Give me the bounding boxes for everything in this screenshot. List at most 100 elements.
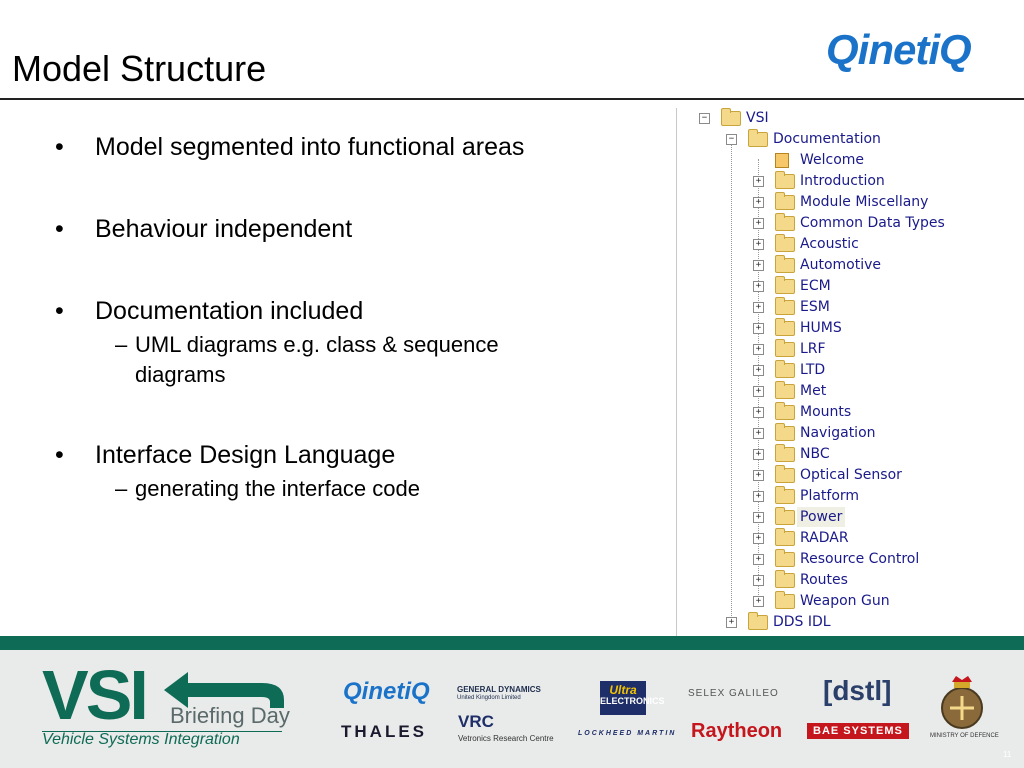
expand-toggle-icon[interactable]: + [753, 302, 764, 313]
tree-node-label: Documentation [773, 131, 881, 147]
tree-node-label: Welcome [800, 152, 865, 168]
tree-node-vsi[interactable]: − VSI [677, 108, 1017, 128]
bullet-marker: • [55, 215, 64, 243]
folder-icon [775, 171, 795, 189]
sponsor-qinetiq-logo: QinetiQ [343, 678, 430, 705]
tree-node-navigation[interactable]: +Navigation [677, 423, 1017, 443]
expand-toggle-icon[interactable]: + [753, 386, 764, 397]
tree-node-hums[interactable]: +HUMS [677, 318, 1017, 338]
expand-toggle-icon[interactable]: + [753, 512, 764, 523]
sponsor-general-dynamics-logo: GENERAL DYNAMICS United Kingdom Limited [457, 685, 541, 703]
tree-node-ltd[interactable]: +LTD [677, 360, 1017, 380]
folder-icon [721, 108, 741, 126]
footer-band [0, 636, 1024, 650]
tree-node-dds-idl[interactable]: + DDS IDL [677, 612, 1017, 632]
ultra-name: Ultra [609, 683, 637, 697]
tree-node-label: Resource Control [800, 551, 920, 567]
tree-node-introduction[interactable]: +Introduction [677, 171, 1017, 191]
tree-connector-line [758, 159, 759, 605]
tree-node-resource-control[interactable]: + Resource Control [677, 549, 1017, 569]
sponsor-ultra-logo: Ultra ELECTRONICS [600, 681, 665, 715]
tree-node-label: DDS IDL [773, 614, 831, 630]
expand-toggle-icon[interactable]: + [753, 176, 764, 187]
tree-node-esm[interactable]: +ESM [677, 297, 1017, 317]
expand-toggle-icon[interactable]: + [753, 239, 764, 250]
sub-bullet-item: – generating the interface code [55, 474, 635, 504]
folder-icon [748, 129, 768, 147]
sponsor-lockheed-logo: LOCKHEED MARTIN [578, 730, 677, 737]
tree-node-documentation[interactable]: − Documentation [677, 129, 1017, 149]
tree-node-label: VSI [746, 110, 769, 126]
tree-node-platform[interactable]: +Platform [677, 486, 1017, 506]
tree-node-label: Weapon Gun [800, 593, 890, 609]
expand-toggle-icon[interactable]: + [753, 554, 764, 565]
tree-node-module-miscellany[interactable]: + Module Miscellany [677, 192, 1017, 212]
expand-toggle-icon[interactable]: + [753, 281, 764, 292]
tree-node-nbc[interactable]: +NBC [677, 444, 1017, 464]
expand-toggle-icon[interactable]: + [753, 260, 764, 271]
expand-toggle-icon[interactable]: + [753, 575, 764, 586]
tree-node-label: Acoustic [800, 236, 859, 252]
expand-toggle-icon[interactable]: + [726, 617, 737, 628]
bullet-item: • Model segmented into functional areas [55, 132, 635, 162]
tree-node-met[interactable]: + Met [677, 381, 1017, 401]
tree-node-welcome[interactable]: Welcome [677, 150, 1017, 170]
tree-node-optical-sensor[interactable]: +Optical Sensor [677, 465, 1017, 485]
title-divider [0, 98, 1024, 100]
bullet-marker: • [55, 441, 64, 469]
tree-node-weapon-gun[interactable]: + Weapon Gun [677, 591, 1017, 611]
sub-bullet-item: – UML diagrams e.g. class & sequence dia… [55, 330, 635, 390]
tree-node-ecm[interactable]: + ECM [677, 276, 1017, 296]
expand-toggle-icon[interactable]: + [753, 197, 764, 208]
tree-node-label: Met [800, 383, 827, 399]
sub-bullet-marker: – [115, 476, 128, 501]
ultra-sub: ELECTRONICS [600, 696, 665, 706]
expand-toggle-icon[interactable]: + [753, 323, 764, 334]
tree-node-routes[interactable]: +Routes [677, 570, 1017, 590]
folder-icon [775, 507, 795, 525]
tree-node-power[interactable]: +Power [677, 507, 1017, 527]
folder-icon [775, 570, 795, 588]
expand-toggle-icon[interactable]: + [753, 428, 764, 439]
vsi-divider [42, 731, 282, 732]
folder-icon [775, 381, 795, 399]
gd-name: GENERAL DYNAMICS [457, 685, 541, 694]
tree-node-label: ECM [800, 278, 831, 294]
expand-toggle-icon[interactable]: + [753, 344, 764, 355]
slide-title: Model Structure [12, 48, 267, 89]
tree-node-mounts[interactable]: + Mounts [677, 402, 1017, 422]
bullet-text: Documentation included [95, 297, 364, 325]
vsi-logo-text: VSI [42, 656, 149, 734]
vsi-subtitle: Vehicle Systems Integration [42, 731, 240, 748]
expand-toggle-icon[interactable]: + [753, 449, 764, 460]
sub-bullet-text: UML diagrams e.g. class & sequence diagr… [135, 332, 499, 387]
expand-toggle-icon[interactable]: + [753, 533, 764, 544]
tree-node-automotive[interactable]: +Automotive [677, 255, 1017, 275]
sub-bullet-marker: – [115, 332, 128, 357]
tree-node-lrf[interactable]: +LRF [677, 339, 1017, 359]
tree-node-label: Mounts [800, 404, 852, 420]
expand-toggle-icon[interactable]: + [753, 407, 764, 418]
expand-toggle-icon[interactable]: + [753, 470, 764, 481]
bullet-marker: • [55, 133, 64, 161]
bullet-item: • Documentation included [55, 296, 635, 326]
expand-toggle-icon[interactable]: + [753, 218, 764, 229]
vrc-subtitle: Vetronics Research Centre [458, 734, 554, 743]
bullet-marker: • [55, 297, 64, 325]
expand-toggle-icon[interactable]: + [753, 491, 764, 502]
folder-icon [748, 612, 768, 630]
tree-node-common-data-types[interactable]: +Common Data Types [677, 213, 1017, 233]
gd-subtitle: United Kingdom Limited [457, 695, 521, 701]
tree-node-acoustic[interactable]: + Acoustic [677, 234, 1017, 254]
tree-node-radar[interactable]: + RADAR [677, 528, 1017, 548]
collapse-toggle-icon[interactable]: − [726, 134, 737, 145]
tree-node-label: RADAR [800, 530, 849, 546]
expand-toggle-icon[interactable]: + [753, 596, 764, 607]
folder-icon [775, 591, 795, 609]
vrc-name: VRC [458, 712, 494, 731]
tree-node-label: Module Miscellany [800, 194, 929, 210]
collapse-toggle-icon[interactable]: − [699, 113, 710, 124]
qinetiq-logo: QinetiQ [826, 26, 972, 73]
expand-toggle-icon[interactable]: + [753, 365, 764, 376]
